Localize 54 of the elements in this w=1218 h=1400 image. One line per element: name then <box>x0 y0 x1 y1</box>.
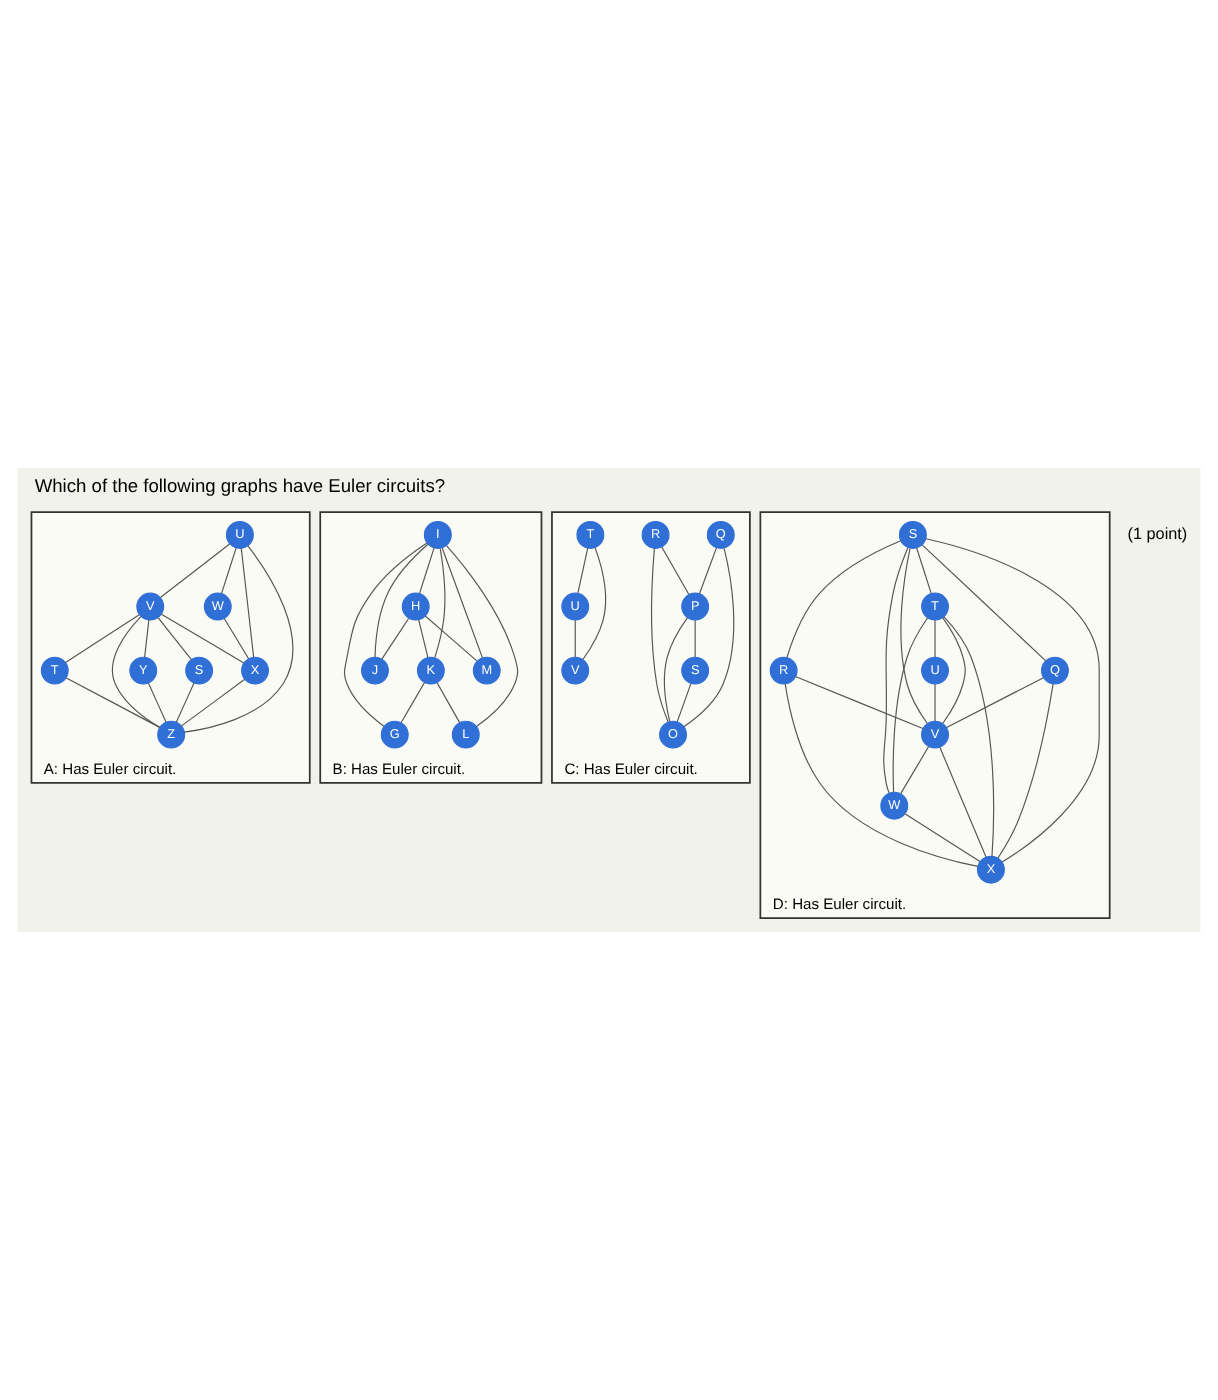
connector <box>221 547 237 594</box>
connector <box>934 683 936 722</box>
connector <box>892 617 929 793</box>
connector <box>157 617 192 660</box>
connector <box>175 682 195 723</box>
connector <box>240 547 255 658</box>
connector <box>434 548 446 658</box>
connector <box>942 617 966 725</box>
connector <box>419 547 435 594</box>
connector <box>181 678 246 727</box>
connector <box>144 619 150 658</box>
connector <box>400 681 426 724</box>
connector <box>65 677 161 728</box>
connector <box>946 677 1045 729</box>
connector <box>663 617 689 722</box>
connector <box>577 547 589 594</box>
connector <box>436 682 461 724</box>
connector <box>574 619 576 658</box>
connector <box>445 544 519 727</box>
connector <box>997 683 1054 859</box>
connector <box>939 747 987 858</box>
connector <box>943 616 995 857</box>
connector <box>147 682 167 723</box>
connector <box>418 619 429 658</box>
connector <box>661 546 690 595</box>
connector <box>159 543 231 599</box>
connector <box>925 538 1100 863</box>
connector <box>916 547 932 594</box>
connector <box>223 617 250 660</box>
connector <box>183 545 294 733</box>
connector <box>683 547 735 728</box>
connector <box>676 683 692 723</box>
connector <box>111 616 161 728</box>
connector <box>904 813 981 863</box>
connector <box>921 544 1047 662</box>
connector <box>795 676 924 730</box>
connector <box>374 543 429 658</box>
connector <box>441 547 484 659</box>
connector <box>582 547 607 661</box>
connector <box>343 542 428 727</box>
connector <box>934 619 936 658</box>
connector <box>381 617 410 660</box>
diagram-title: Which of the following graphs have Euler circuits? <box>34 476 446 497</box>
connector <box>65 614 140 664</box>
connector <box>900 547 928 725</box>
connector <box>900 745 930 795</box>
connector <box>160 613 245 664</box>
connector <box>786 540 902 658</box>
connector <box>694 619 696 658</box>
connector <box>883 547 909 794</box>
connector <box>651 547 669 723</box>
connector <box>698 547 718 595</box>
connector <box>784 683 979 867</box>
connector <box>424 615 478 662</box>
